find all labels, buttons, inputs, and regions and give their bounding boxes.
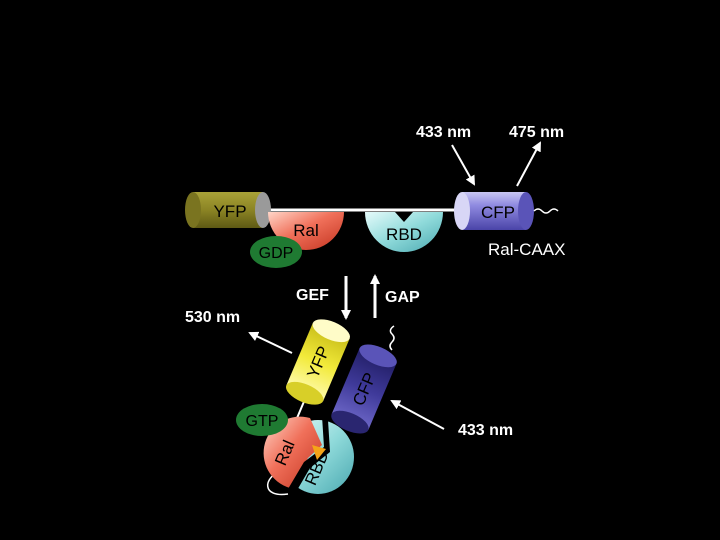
bottom-cfp-cylinder: CFP <box>331 344 397 434</box>
top-caax-tail <box>533 208 559 214</box>
top-cfp-label: CFP <box>481 203 515 222</box>
gap-label: GAP <box>385 289 420 306</box>
bottom-emission-label: 530 nm <box>185 309 240 326</box>
gdp-label: GDP <box>259 245 294 262</box>
top-excitation-label: 433 nm <box>416 124 471 141</box>
bottom-ral-domain: Ral <box>263 416 322 488</box>
bottom-emission-arrow <box>248 331 293 354</box>
top-yfp-label: YFP <box>213 202 246 221</box>
bottom-yfp-cylinder: YFP <box>285 319 351 405</box>
bottom-caax-tail <box>389 325 395 351</box>
bottom-excitation-arrow <box>390 400 445 430</box>
top-rbd-label: RBD <box>386 225 422 244</box>
gtp-label: GTP <box>246 413 279 430</box>
top-yfp-cylinder: YFP <box>185 192 271 228</box>
gef-label: GEF <box>296 287 329 304</box>
top-emission-label: 475 nm <box>509 124 564 141</box>
top-ral-label: Ral <box>293 221 319 240</box>
gtp-badge: GTP <box>236 404 288 436</box>
top-rbd-domain: RBD <box>365 212 443 252</box>
gdp-badge: GDP <box>250 236 302 268</box>
top-excitation-arrow <box>451 144 475 186</box>
ral-rbd-interface <box>288 416 330 492</box>
top-emission-arrow <box>516 141 541 187</box>
construct-label: Ral-CAAX <box>488 240 565 259</box>
binding-site-triangle <box>312 445 326 460</box>
bottom-excitation-label: 433 nm <box>458 422 513 439</box>
top-cfp-cylinder: CFP <box>454 192 534 230</box>
